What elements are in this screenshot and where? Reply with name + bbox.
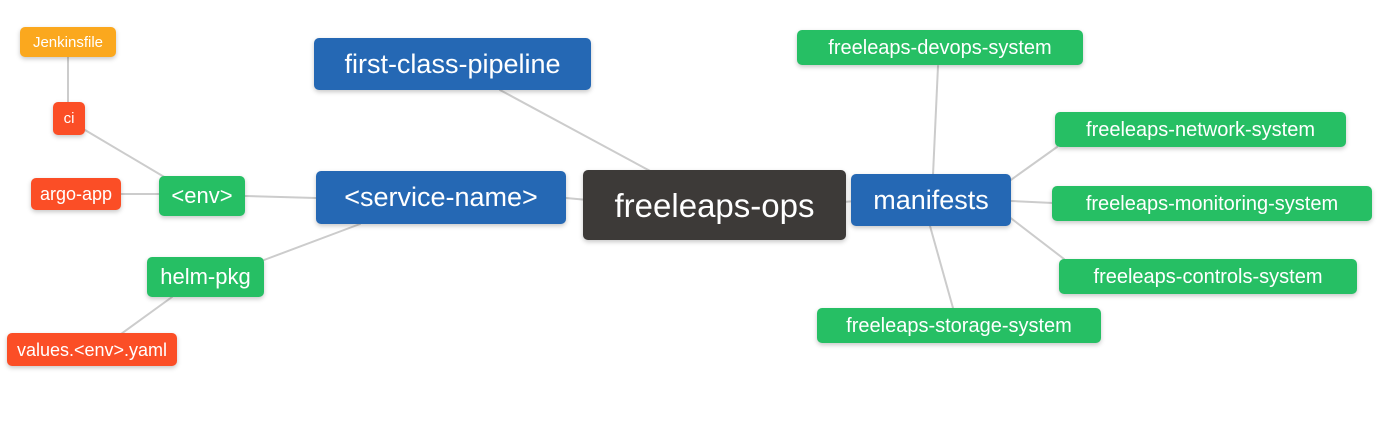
node-argo-app-label: argo-app [39, 184, 113, 204]
edge-manifests-network [1007, 146, 1058, 183]
node-jenkinsfile-label: Jenkinsfile [32, 33, 104, 51]
node-freeleaps-controls-system[interactable]: freeleaps-controls-system [1059, 259, 1357, 294]
edge-ci-env [84, 129, 167, 179]
edge-manifests-controls [1007, 215, 1065, 260]
node-freeleaps-storage-system-label: freeleaps-storage-system [846, 314, 1072, 337]
edge-env-service-name [244, 195, 317, 199]
node-manifests-label: manifests [873, 184, 989, 215]
node-first-class-pipeline[interactable]: first-class-pipeline [314, 38, 591, 90]
node-manifests[interactable]: manifests [851, 174, 1011, 226]
node-values-env-yaml[interactable]: values.<env>.yaml [7, 333, 177, 366]
edge-pipeline-root [499, 89, 653, 173]
node-values-env-yaml-label: values.<env>.yaml [16, 339, 168, 360]
node-service-name-label: <service-name> [344, 182, 538, 212]
node-freeleaps-network-system-label: freeleaps-network-system [1086, 118, 1315, 141]
node-jenkinsfile[interactable]: Jenkinsfile [20, 27, 116, 57]
node-freeleaps-ops[interactable]: freeleaps-ops [583, 170, 846, 240]
node-freeleaps-controls-system-label: freeleaps-controls-system [1093, 265, 1323, 288]
node-freeleaps-network-system[interactable]: freeleaps-network-system [1055, 112, 1346, 147]
node-freeleaps-devops-system[interactable]: freeleaps-devops-system [797, 30, 1083, 65]
node-ci[interactable]: ci [53, 102, 85, 135]
node-freeleaps-monitoring-system-label: freeleaps-monitoring-system [1085, 192, 1339, 215]
node-freeleaps-monitoring-system[interactable]: freeleaps-monitoring-system [1052, 186, 1372, 221]
edge-manifests-devops [932, 65, 939, 176]
edge-helm-pkg-values [120, 296, 173, 335]
node-argo-app[interactable]: argo-app [31, 178, 121, 210]
node-env-label: <env> [171, 183, 233, 208]
edge-manifests-monitoring [1010, 200, 1054, 204]
node-service-name[interactable]: <service-name> [316, 171, 566, 224]
node-freeleaps-ops-label: freeleaps-ops [614, 186, 815, 224]
node-env[interactable]: <env> [159, 176, 245, 216]
node-first-class-pipeline-label: first-class-pipeline [344, 48, 561, 79]
edge-manifests-storage [929, 225, 954, 309]
edge-service-name-helm-pkg [263, 223, 361, 261]
node-freeleaps-devops-system-label: freeleaps-devops-system [828, 36, 1052, 59]
node-helm-pkg-label: helm-pkg [160, 264, 251, 289]
node-freeleaps-storage-system[interactable]: freeleaps-storage-system [817, 308, 1101, 343]
node-ci-label: ci [63, 110, 75, 127]
node-helm-pkg[interactable]: helm-pkg [147, 257, 264, 297]
